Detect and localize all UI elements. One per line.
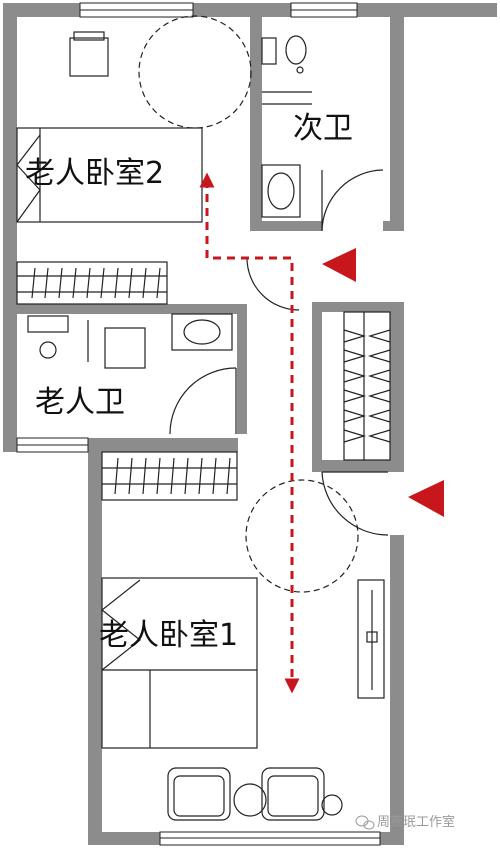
chair-icon: [69, 31, 109, 77]
room-labels: 老人卧室2 次卫 老人卫 老人卧室1: [25, 111, 353, 653]
lamp-icon: [321, 794, 343, 816]
room-label-bedroom1: 老人卧室1: [99, 618, 238, 653]
shower-icon: [262, 66, 312, 105]
door-swing-icon: [321, 169, 384, 232]
route-line: [199, 172, 300, 694]
toilet-icon: [261, 35, 307, 65]
watermark: 周燕珉工作室: [355, 814, 455, 830]
room-label-bedroom2: 老人卧室2: [25, 156, 164, 191]
wardrobe-icon: [343, 311, 391, 461]
bed-icon: [101, 577, 258, 749]
room-label-elder-bath: 老人卫: [35, 385, 125, 420]
armchair-icon: [167, 767, 231, 821]
entry-marker-triangle-icon: [408, 480, 444, 517]
turning-circle-icon: [245, 479, 359, 593]
wardrobe-icon: [16, 261, 168, 305]
walls: [3, 3, 497, 845]
route-path: [199, 172, 300, 694]
room-label-second-bath: 次卫: [293, 111, 353, 146]
toilet-icon: [27, 315, 69, 359]
door-swing-icon: [321, 471, 389, 536]
watermark-text: 周燕珉工作室: [377, 814, 455, 830]
armchair-icon: [261, 767, 325, 821]
entry-marker-triangle-icon: [322, 248, 356, 282]
shower-icon: [87, 320, 146, 369]
entry-markers: [322, 248, 444, 517]
washbasin-icon: [171, 313, 233, 351]
windows: [16, 2, 381, 846]
door-swing-icon: [169, 367, 237, 435]
wardrobe-icon: [101, 451, 238, 501]
turning-circle-icon: [138, 15, 252, 129]
desk-icon: [357, 579, 385, 699]
side-table-icon: [233, 783, 267, 817]
washbasin-icon: [261, 164, 301, 218]
wechat-icon: [355, 815, 375, 830]
